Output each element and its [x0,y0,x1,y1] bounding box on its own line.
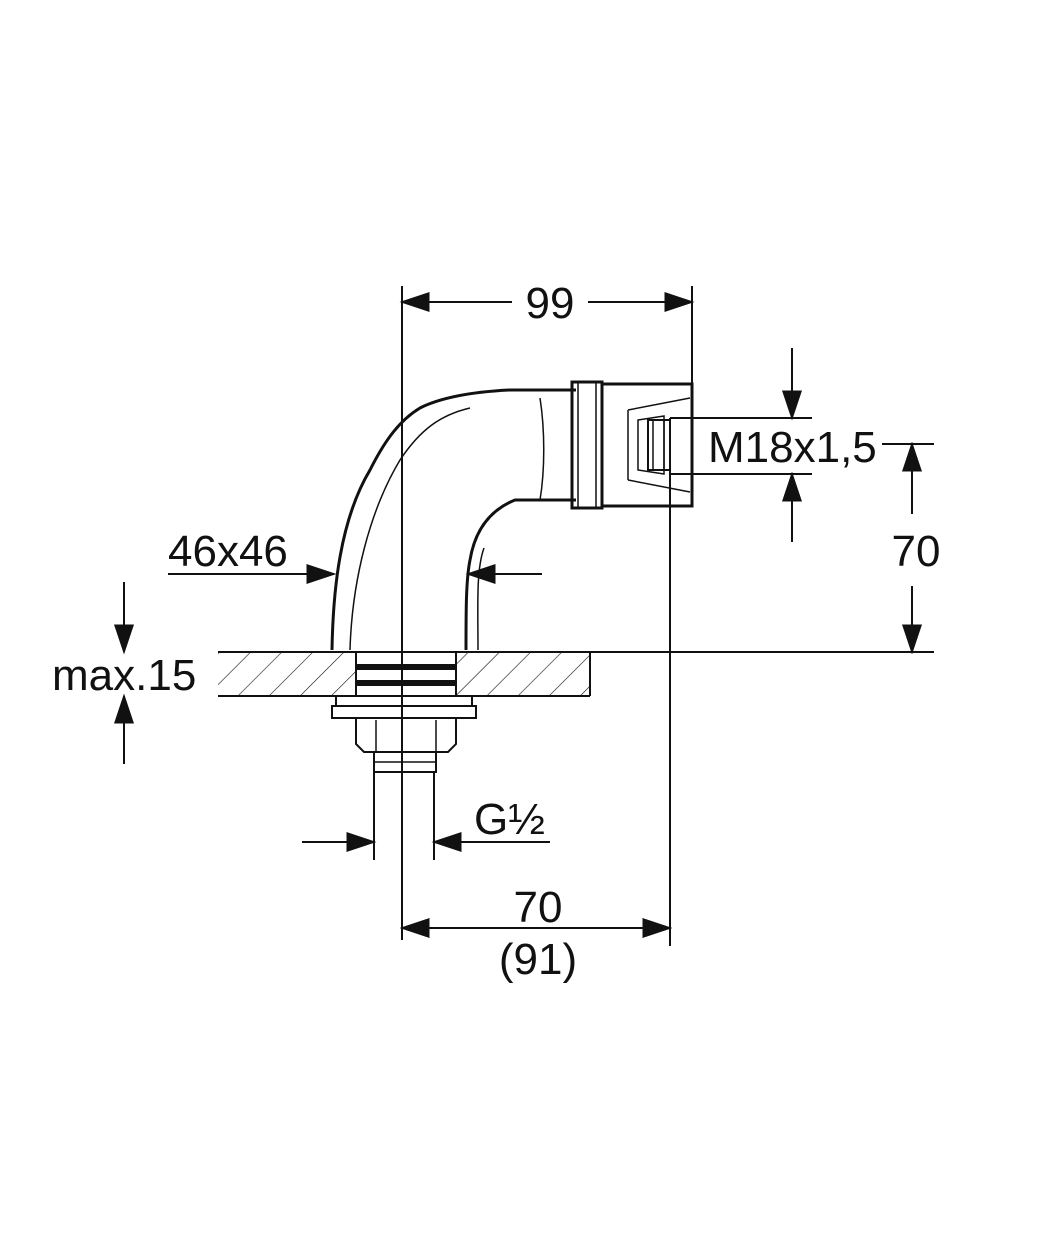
dim-height-70: 70 [882,441,941,655]
dim-base-46x46: 46x46 [168,527,542,584]
dim-width-label: 99 [526,279,575,328]
dim-thread: M18x1,5 [670,348,877,542]
tap-body [330,380,694,651]
countertop-section [218,650,934,698]
dim-projection-alt-label: (91) [499,935,577,984]
dim-thread-label: M18x1,5 [708,423,877,472]
dim-connection-label: G½ [474,795,545,844]
dim-width-99: 99 [399,279,695,940]
dim-max-thickness: max.15 [52,582,196,764]
dim-projection: 70 (91) [399,418,673,984]
dim-height-label: 70 [892,527,941,576]
dim-connection: G½ [302,772,550,860]
mounting-hardware [331,651,477,773]
dim-projection-label: 70 [514,883,563,932]
dim-max-label: max.15 [52,651,196,700]
dim-base-label: 46x46 [168,527,288,576]
